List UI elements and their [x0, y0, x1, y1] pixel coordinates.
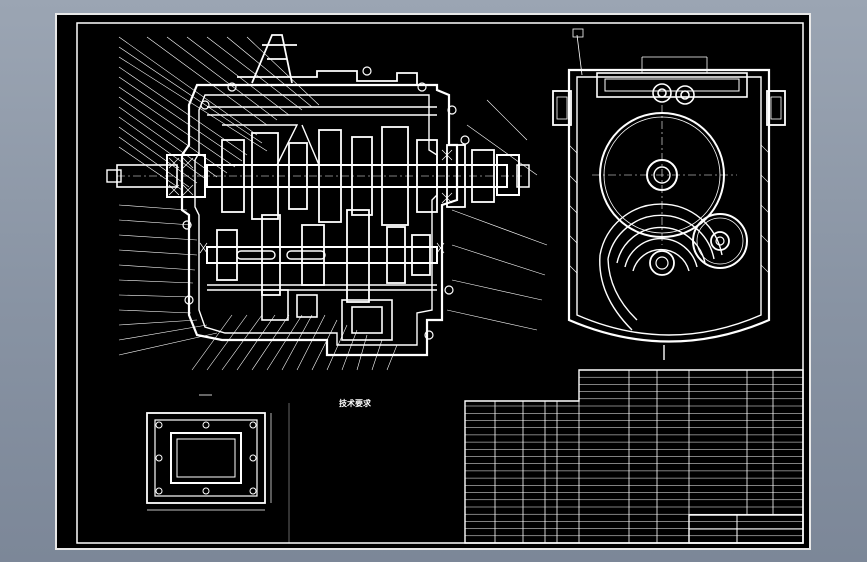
- counter-gear-concentric: [599, 203, 723, 331]
- gearbox-end-view: [552, 28, 786, 360]
- notes-line: [293, 438, 463, 447]
- notes-line: [293, 412, 463, 421]
- leader-lines-right: [446, 99, 548, 331]
- inner-border: [76, 22, 804, 544]
- left-lug: [552, 90, 572, 126]
- leader-lines-bottom: [191, 314, 398, 371]
- notes-line: [293, 482, 463, 491]
- housing-inner: [194, 94, 438, 346]
- notes-line: [293, 526, 463, 535]
- notes-line: [293, 535, 463, 544]
- main-shaft-gears: [221, 126, 495, 226]
- cad-drawing-canvas: [76, 22, 804, 544]
- notes-lines: [293, 412, 463, 544]
- end-view-shift-forks: [652, 83, 695, 105]
- notes-title: 技术要求: [339, 399, 371, 408]
- shift-fork-top: [237, 34, 418, 85]
- input-shaft: [106, 154, 522, 198]
- case-wall-hatch: [568, 144, 770, 274]
- bearing-hatching: [168, 149, 453, 254]
- notes-line: [293, 465, 463, 474]
- notes-line: [293, 430, 463, 439]
- end-view-case-inner: [576, 76, 762, 336]
- counter-shaft-gears: [216, 209, 431, 303]
- notes-line: [293, 491, 463, 500]
- notes-line: [293, 456, 463, 465]
- cover-plate-flange: [154, 419, 258, 497]
- counter-shaft: [206, 246, 438, 264]
- notes-line: [293, 509, 463, 518]
- top-cover: [596, 72, 748, 98]
- title-block: [688, 514, 804, 544]
- output-flange: [496, 154, 520, 196]
- main-gear-circle: [592, 105, 737, 245]
- housing-bolts: [182, 66, 470, 340]
- output-stub: [516, 164, 530, 188]
- counter-shaft-slots: [236, 250, 326, 260]
- top-cover-inner: [604, 78, 740, 92]
- idler-gear-circle: [692, 213, 748, 269]
- cover-plate-window: [170, 432, 242, 484]
- notes-line: [293, 421, 463, 430]
- shift-rod: [207, 106, 437, 166]
- notes-line: [293, 500, 463, 509]
- notes-line: [293, 518, 463, 527]
- main-shaft: [206, 164, 508, 188]
- cover-plate-bolts: [155, 421, 257, 495]
- cover-plate-outer: [146, 412, 266, 504]
- parts-list-rows: [465, 376, 803, 537]
- reverse-gear-assembly: [207, 284, 437, 341]
- notes-line: [293, 474, 463, 483]
- housing-outline: [180, 83, 459, 357]
- notes-line: [293, 447, 463, 456]
- cover-plate-view: [146, 394, 272, 511]
- gearbox-section-view: [106, 34, 548, 371]
- right-lug: [766, 90, 786, 126]
- drawing-sheet: 技术要求: [55, 13, 811, 550]
- end-view-case-outer: [567, 68, 771, 343]
